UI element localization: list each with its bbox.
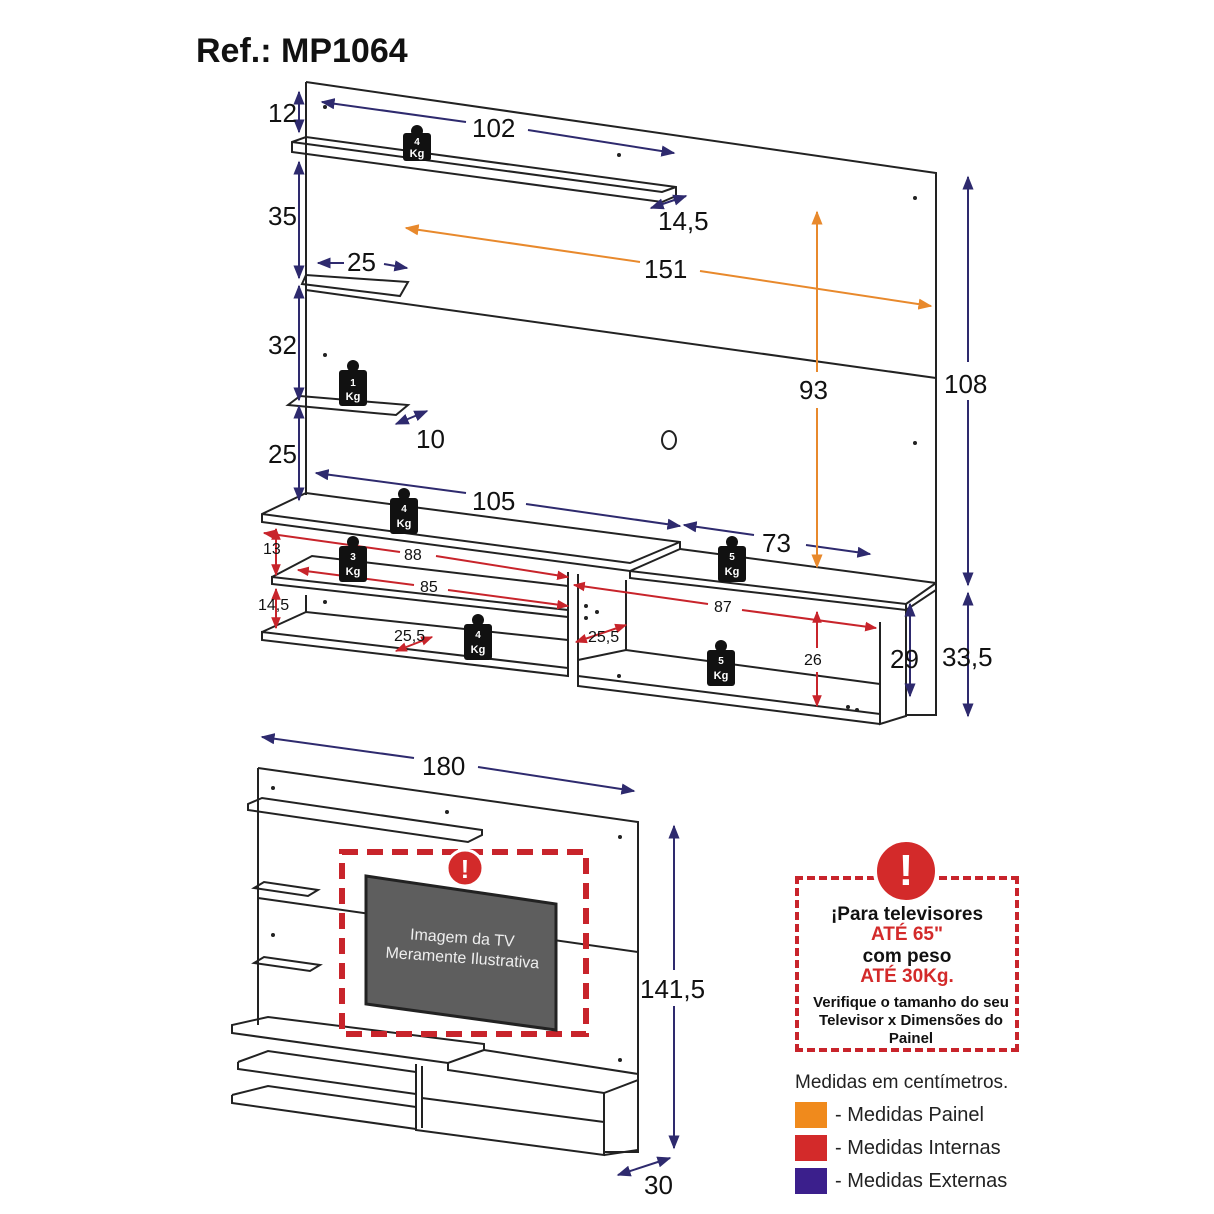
legend-label-external: - Medidas Externas	[835, 1169, 1008, 1192]
dim-rack-inner-depth-left: 25,5	[394, 628, 425, 645]
legend-swatch-internal	[795, 1135, 827, 1161]
reference-title: Ref.: MP1064	[196, 32, 408, 70]
svg-text:5: 5	[729, 552, 735, 563]
dim-rack-height: 29	[890, 644, 919, 674]
dim-small-shelf-width: 25	[347, 247, 376, 277]
legend-title: Medidas em centímetros.	[795, 1072, 1009, 1093]
legend-item-internal: - Medidas Internas	[795, 1133, 1001, 1163]
dim-rack-inner-width-3: 87	[714, 599, 732, 616]
tv-warning-icon: !	[461, 854, 470, 884]
weight-icon: 4 Kg	[403, 125, 431, 161]
dim-rack-inner-width-1: 88	[404, 547, 422, 564]
legend-label-internal: - Medidas Internas	[835, 1136, 1001, 1159]
svg-text:Kg: Kg	[714, 670, 729, 682]
weight-icon: 5 Kg	[707, 640, 735, 686]
legend-item-panel: - Medidas Painel	[795, 1100, 984, 1130]
warning-icon: !	[873, 838, 939, 904]
tv-placeholder: Imagem da TV Meramente Ilustrativa !	[339, 848, 589, 1037]
tv-warning-box: ¡Para televisores ATÉ 65" com peso ATÉ 3…	[795, 876, 1019, 1052]
overview-dots	[271, 786, 622, 1062]
external-dimension-lines	[293, 90, 974, 718]
warning-line5: Verifique o tamanho do seu Televisor x D…	[813, 994, 1009, 1047]
svg-text:Kg: Kg	[346, 391, 361, 403]
svg-text:1: 1	[350, 378, 356, 389]
svg-text:Kg: Kg	[410, 148, 425, 160]
svg-text:4: 4	[401, 504, 407, 515]
overview-dimension-lines	[260, 733, 680, 1177]
dim-rack-inner-depth-mid: 25,5	[588, 629, 619, 646]
dim-rack-right-width: 73	[762, 528, 791, 558]
panel-dimension-lines	[404, 210, 933, 569]
warning-line1: ¡Para televisores	[830, 904, 984, 925]
dim-rack-total-height: 33,5	[942, 642, 993, 672]
weight-icon: 1 Kg	[339, 360, 367, 406]
weight-icon: 5 Kg	[718, 536, 746, 582]
dim-panel-width-inner: 151	[644, 254, 687, 284]
legend-item-external: - Medidas Externas	[795, 1166, 1007, 1196]
dim-total-depth: 30	[644, 1170, 673, 1200]
svg-text:Kg: Kg	[471, 644, 486, 656]
dim-spacing-1: 35	[268, 201, 297, 231]
dim-spacing-2: 32	[268, 330, 297, 360]
legend-swatch-panel	[795, 1102, 827, 1128]
dim-rack-left-low-height: 14,5	[258, 597, 289, 614]
svg-text:Kg: Kg	[725, 566, 740, 578]
warning-line3: com peso	[862, 946, 952, 967]
internal-dimension-lines	[262, 527, 878, 708]
dimension-labels: 12 102 14,5 35 25 151 32 93 108 10 25 10…	[258, 98, 993, 1200]
dim-panel-height-inner: 93	[799, 375, 828, 405]
svg-text:5: 5	[718, 656, 724, 667]
dim-top-shelf-width: 102	[472, 113, 515, 143]
warning-line2: ATÉ 65"	[870, 924, 943, 945]
weight-icon: 4 Kg	[464, 614, 492, 660]
svg-text:3: 3	[350, 552, 356, 563]
dim-total-height: 141,5	[640, 974, 705, 1004]
svg-text:4: 4	[414, 137, 420, 148]
dim-top-shelf-height: 12	[268, 98, 297, 128]
warning-line4: ATÉ 30Kg.	[860, 966, 954, 987]
svg-text:Kg: Kg	[346, 566, 361, 578]
legend-label-panel: - Medidas Painel	[835, 1103, 984, 1126]
dim-spacing-3: 25	[268, 439, 297, 469]
dim-rack-inner-height-right: 26	[804, 652, 822, 669]
dim-rack-top-width: 105	[472, 486, 515, 516]
svg-text:4: 4	[475, 630, 481, 641]
dim-rack-inner-width-2: 85	[420, 579, 438, 596]
dim-top-shelf-depth: 14,5	[658, 206, 709, 236]
weight-icon: 3 Kg	[339, 536, 367, 582]
legend-swatch-external	[795, 1168, 827, 1194]
dim-total-height-upper: 108	[944, 369, 987, 399]
dim-total-width: 180	[422, 751, 465, 781]
dim-small-shelf-depth: 10	[416, 424, 445, 454]
dim-rack-left-height: 13	[263, 541, 281, 558]
svg-text:Kg: Kg	[397, 518, 412, 530]
weight-icons: 4 Kg 1 Kg 4 Kg 3 Kg 5 Kg 4 Kg	[339, 125, 746, 686]
weight-icon: 4 Kg	[390, 488, 418, 534]
